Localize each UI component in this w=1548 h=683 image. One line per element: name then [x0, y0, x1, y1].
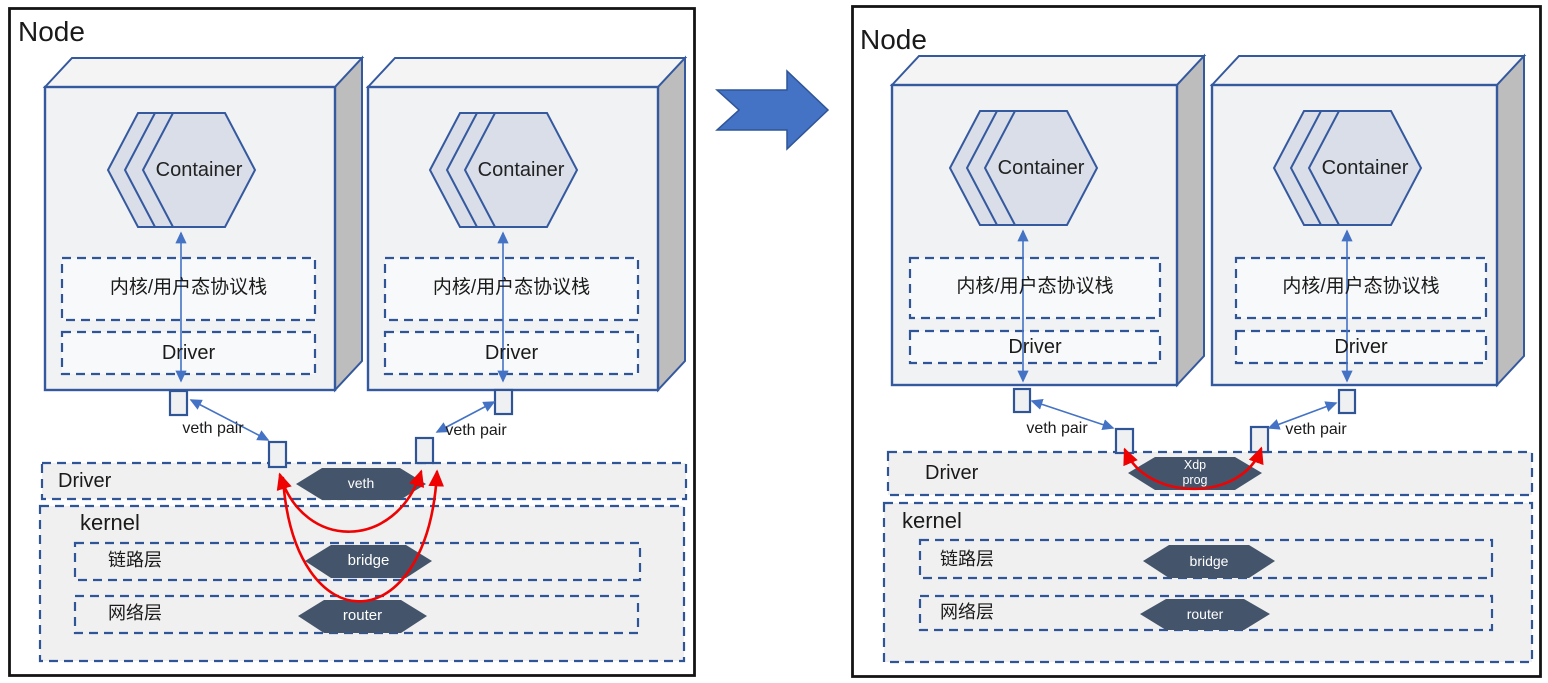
right-node-label: Node: [860, 24, 927, 55]
left-veth-pair-link-1: [189, 399, 270, 441]
left-pod2-stack-label: 内核/用户态协议栈: [432, 277, 591, 298]
right-veth-pair-label-2: veth pair: [1285, 421, 1347, 438]
right-pod2-container-hexagon: [1272, 110, 1423, 226]
left-veth-pair-label-1: veth pair: [182, 420, 244, 437]
right-xdp-prog-hexagon-label: Xdp prog: [1128, 458, 1262, 488]
right-pod1-container-hexagon: [948, 110, 1099, 226]
left-bridge-hexagon: [305, 545, 432, 578]
right-kernel-label: kernel: [902, 508, 962, 533]
right-router-hexagon-label: router: [1186, 606, 1224, 622]
left-pod2-driver-box: [383, 330, 640, 376]
right-pod2-driver-box: [1234, 329, 1488, 365]
left-bridge-hexagon-label: bridge: [347, 552, 390, 569]
left-pod1-stack-label: 内核/用户态协议栈: [109, 277, 268, 298]
left-pod1-veth-endpoint: [168, 389, 189, 417]
left-red-flow-via-router: [281, 469, 445, 603]
right-pod1-stack-label: 内核/用户态协议栈: [956, 276, 1114, 297]
right-kernel-box: [882, 501, 1534, 664]
left-pod1-stack-box: [60, 256, 317, 322]
left-kernel-box: [38, 504, 686, 663]
left-pod1-driver-box: [60, 330, 317, 376]
right-link-layer-box: [918, 538, 1494, 580]
left-node-label: Node: [18, 16, 85, 47]
right-pod2-stack-label: 内核/用户态协议栈: [1282, 276, 1440, 297]
left-pod2-container-label: Container: [477, 159, 565, 181]
right-router-hexagon: [1140, 599, 1270, 630]
right-pod2-stack-box: [1234, 256, 1488, 320]
right-pod1-driver-box: [908, 329, 1162, 365]
right-bridge-hexagon-label: bridge: [1189, 553, 1229, 569]
xdp-label-line1: Xdp: [1183, 458, 1207, 472]
right-pod1-stack-box: [908, 256, 1162, 320]
left-link-layer-box: [73, 541, 642, 582]
left-pod2-veth-endpoint: [493, 388, 514, 416]
left-host-veth-endpoint-1: [267, 440, 288, 469]
right-bridge-hexagon: [1143, 545, 1275, 578]
transform-right-arrow: [715, 69, 830, 151]
left-pod2-stack-box: [383, 256, 640, 322]
right-pod2-container-label: Container: [1321, 157, 1409, 179]
right-veth-pair-link-2: [1267, 401, 1338, 430]
right-pod1-container-label: Container: [997, 157, 1085, 179]
left-kernel-label: kernel: [80, 510, 140, 535]
right-pod1-veth-endpoint: [1012, 387, 1032, 414]
left-veth-hexagon-label: veth: [347, 475, 375, 491]
right-network-layer-label: 网络层: [940, 602, 994, 622]
left-veth-pair-link-2: [435, 401, 496, 433]
left-red-flow-via-bridge: [276, 469, 425, 533]
left-driver-strip-label: Driver: [58, 470, 112, 492]
left-pod1-container-label: Container: [155, 159, 243, 181]
right-veth-pair-link-1: [1030, 398, 1115, 431]
right-driver-strip-label: Driver: [925, 462, 979, 484]
right-host-veth-endpoint-2: [1249, 425, 1270, 454]
left-router-hexagon-label: router: [342, 607, 383, 624]
right-pod1-driver-label: Driver: [1008, 336, 1062, 358]
right-pod2-driver-label: Driver: [1334, 336, 1388, 358]
left-network-layer-label: 网络层: [108, 603, 162, 623]
right-pod2-veth-endpoint: [1337, 388, 1357, 415]
left-router-hexagon: [298, 600, 427, 633]
left-host-veth-endpoint-2: [414, 436, 435, 465]
left-pod2-container-hexagon: [428, 112, 579, 228]
left-pod1-container-hexagon: [106, 112, 257, 228]
left-pod1-driver-label: Driver: [161, 342, 216, 364]
left-pod2-driver-label: Driver: [484, 342, 539, 364]
left-link-layer-label: 链路层: [108, 550, 162, 570]
right-red-flow-via-xdp: [1123, 446, 1264, 491]
xdp-label-line2: prog: [1182, 473, 1208, 487]
left-veth-pair-label-2: veth pair: [445, 422, 507, 439]
right-link-layer-label: 链路层: [940, 549, 994, 569]
right-veth-pair-label-1: veth pair: [1026, 420, 1088, 437]
